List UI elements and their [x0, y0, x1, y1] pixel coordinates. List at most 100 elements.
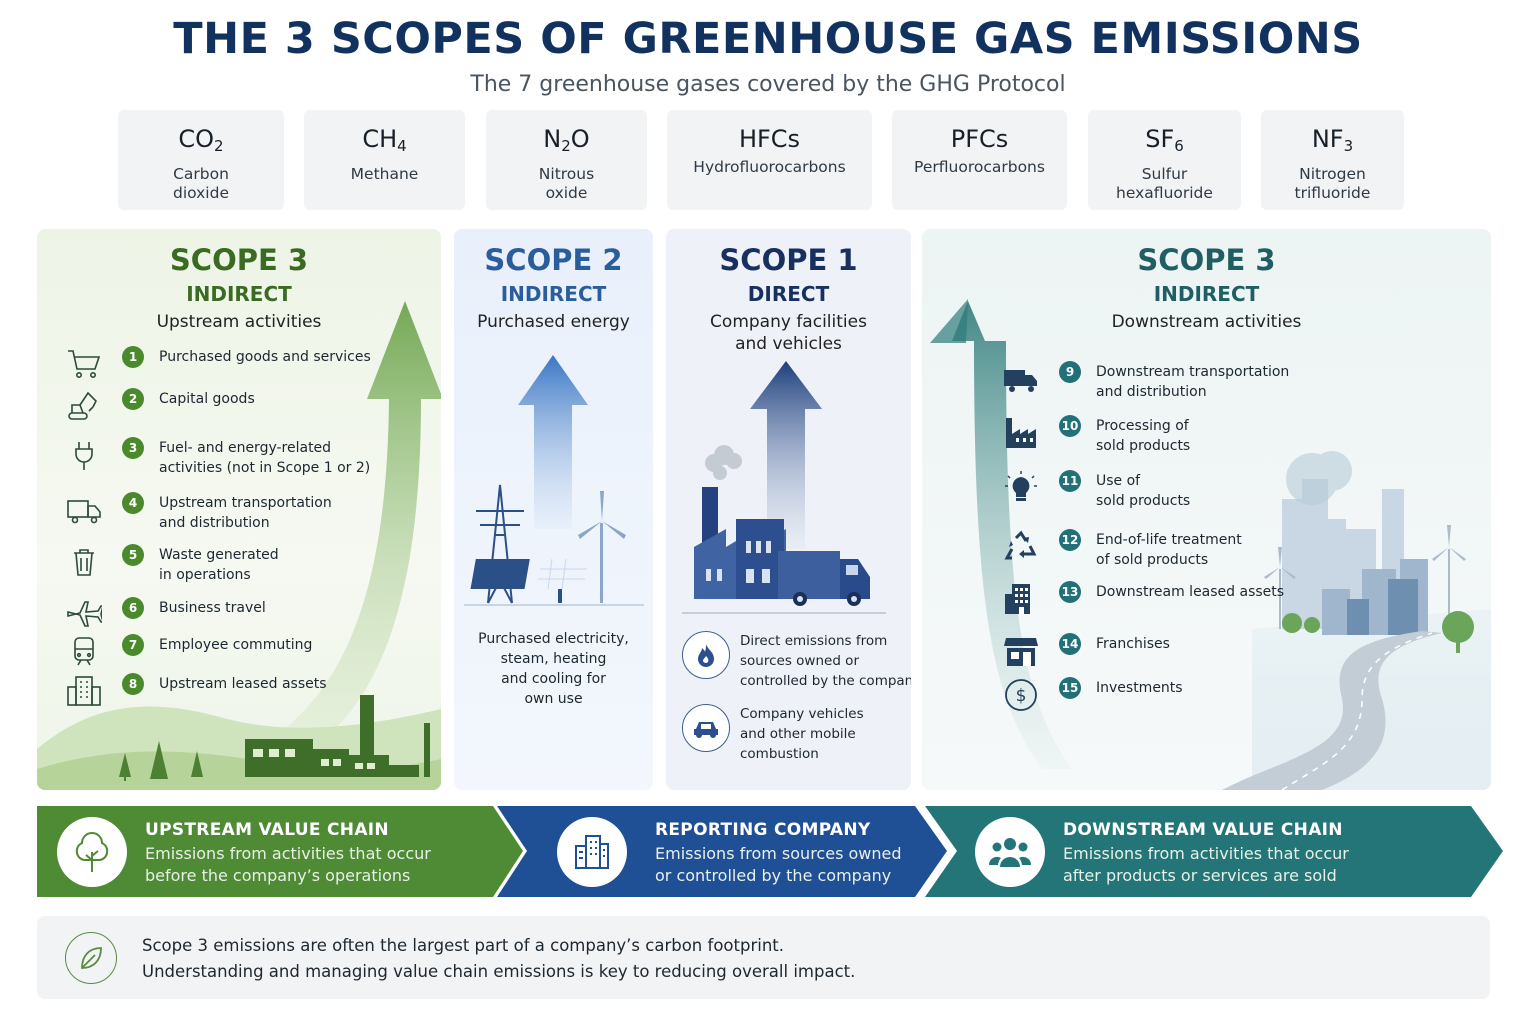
recycle-icon	[1004, 530, 1037, 560]
scope1-note-text: Company vehicles and other mobile combus…	[740, 706, 864, 762]
item-label: End-of-life treatment of sold products	[1096, 532, 1242, 568]
upstream-scope-desc: Upstream activities	[156, 312, 322, 332]
excavator-icon	[68, 391, 97, 420]
item-number: 1	[122, 346, 144, 368]
scope2-type: INDIRECT	[500, 282, 607, 306]
scope2-illustration	[464, 355, 644, 606]
upstream-panel: SCOPE 3 INDIRECT Upstream activities	[37, 229, 441, 790]
gas-formula: NF3	[1311, 125, 1354, 155]
tree-icon	[57, 817, 127, 887]
plug-icon	[75, 442, 93, 470]
scope1-type: DIRECT	[747, 282, 830, 306]
item-number: 2	[122, 388, 144, 410]
item-number: 8	[122, 673, 144, 695]
scope1-note-direct: Direct emissions from sources owned or c…	[682, 631, 911, 691]
item-label: Upstream leased assets	[159, 676, 327, 692]
gas-formula: CH4	[362, 125, 407, 155]
office-building-icon	[557, 817, 627, 887]
downstream-scope-type: INDIRECT	[1153, 282, 1260, 306]
scope1-note-text: Direct emissions from sources owned or c…	[740, 633, 911, 689]
gas-card-pfcs: PFCs Perfluorocarbons	[892, 110, 1067, 210]
downstream-scope-desc: Downstream activities	[1111, 312, 1302, 332]
gas-formula: N2O	[543, 125, 590, 155]
item-label: Investments	[1096, 680, 1183, 696]
gas-card-co2: CO2 Carbon dioxide	[118, 110, 284, 210]
trash-icon	[74, 549, 94, 576]
scope1-illustration	[682, 361, 886, 614]
gas-formula: HFCs	[738, 125, 801, 153]
item-number: 15	[1059, 677, 1081, 699]
gas-name: Carbon dioxide	[172, 165, 229, 202]
chain-desc: Emissions from sources owned or controll…	[655, 844, 902, 885]
leaf-icon	[65, 932, 117, 984]
train-icon	[74, 637, 94, 666]
people-icon	[975, 817, 1045, 887]
gas-card-sf6: SF6 Sulfur hexafluoride	[1088, 110, 1241, 210]
factory-icon	[1006, 418, 1036, 448]
scope2-note: Purchased electricity, steam, heating an…	[478, 631, 629, 707]
item-label: Waste generated in operations	[159, 547, 279, 583]
gas-formula: PFCs	[950, 125, 1009, 153]
truck-icon	[1004, 370, 1037, 392]
list-item: 6 Business travel	[66, 597, 266, 632]
scope2-desc: Purchased energy	[477, 312, 630, 332]
reporting-company: REPORTING COMPANY Emissions from sources…	[497, 806, 937, 897]
item-number: 9	[1059, 361, 1081, 383]
item-number: 6	[122, 597, 144, 619]
upstream-scope-title: SCOPE 3	[169, 243, 309, 277]
list-item: 3 Fuel- and energy-related activities (n…	[66, 437, 370, 478]
downstream-illustration	[930, 299, 1491, 790]
downstream-value-chain: DOWNSTREAM VALUE CHAIN Emissions from ac…	[925, 806, 1485, 897]
gas-formula: CO2	[178, 125, 224, 155]
list-item: 10 Processing of sold products	[1003, 415, 1191, 456]
item-number: 5	[122, 544, 144, 566]
svg-text:$: $	[1016, 686, 1027, 706]
list-item: $ 15 Investments	[1003, 677, 1183, 712]
shopping-cart-icon	[68, 350, 101, 378]
scope1-panel: SCOPE 1 DIRECT Company facilities and ve…	[666, 229, 911, 790]
upstream-arrow	[257, 301, 441, 769]
item-label: Processing of sold products	[1096, 418, 1191, 454]
list-item: 2 Capital goods	[66, 388, 255, 423]
downstream-chain-shape	[925, 806, 1503, 897]
gas-name: Nitrous oxide	[538, 165, 595, 202]
gas-name: Sulfur hexafluoride	[1116, 165, 1213, 202]
scope2-panel: SCOPE 2 INDIRECT Purchased energy Purcha…	[454, 229, 653, 790]
chain-heading: UPSTREAM VALUE CHAIN	[145, 820, 389, 840]
scope2-arrow	[518, 355, 588, 529]
gas-name: Nitrogen trifluoride	[1294, 165, 1371, 202]
gas-name: Hydrofluorocarbons	[693, 158, 846, 176]
gas-card-nf3: NF3 Nitrogen trifluoride	[1261, 110, 1404, 210]
scope1-title: SCOPE 1	[719, 243, 858, 277]
storefront-icon	[1004, 638, 1038, 666]
chain-desc: Emissions from activities that occur aft…	[1063, 844, 1349, 885]
upstream-chain-shape	[37, 806, 523, 897]
list-item: 11 Use of sold products	[1003, 470, 1190, 511]
list-item: 1 Purchased goods and services	[66, 346, 371, 381]
scope1-arrow	[750, 361, 822, 549]
item-number: 10	[1059, 415, 1081, 437]
item-label: Upstream transportation and distribution	[159, 495, 332, 531]
downstream-arrow	[952, 301, 1072, 769]
item-label: Purchased goods and services	[159, 349, 371, 365]
page-title: THE 3 SCOPES OF GREENHOUSE GAS EMISSIONS	[173, 14, 1363, 64]
truck-icon	[67, 500, 101, 524]
list-item: 8 Upstream leased assets	[66, 673, 327, 708]
gas-name: Methane	[350, 165, 419, 183]
footer-text: Scope 3 emissions are often the largest …	[142, 936, 856, 981]
gas-card-n2o: N2O Nitrous oxide	[486, 110, 647, 210]
list-item: 12 End-of-life treatment of sold product…	[1003, 529, 1242, 570]
chain-desc: Emissions from activities that occur bef…	[145, 844, 431, 885]
building-icon	[67, 676, 101, 706]
item-number: 14	[1059, 633, 1081, 655]
page-subtitle: The 7 greenhouse gases covered by the GH…	[470, 72, 1066, 97]
gas-card-hfcs: HFCs Hydrofluorocarbons	[667, 110, 872, 210]
lightbulb-icon	[1005, 471, 1037, 501]
item-number: 12	[1059, 529, 1081, 551]
item-label: Downstream leased assets	[1096, 584, 1285, 600]
list-item: 14 Franchises	[1003, 633, 1170, 668]
item-label: Franchises	[1096, 636, 1170, 652]
chain-heading: REPORTING COMPANY	[655, 820, 871, 840]
footer-note: Scope 3 emissions are often the largest …	[37, 916, 1490, 999]
upstream-scope-type: INDIRECT	[186, 282, 292, 306]
